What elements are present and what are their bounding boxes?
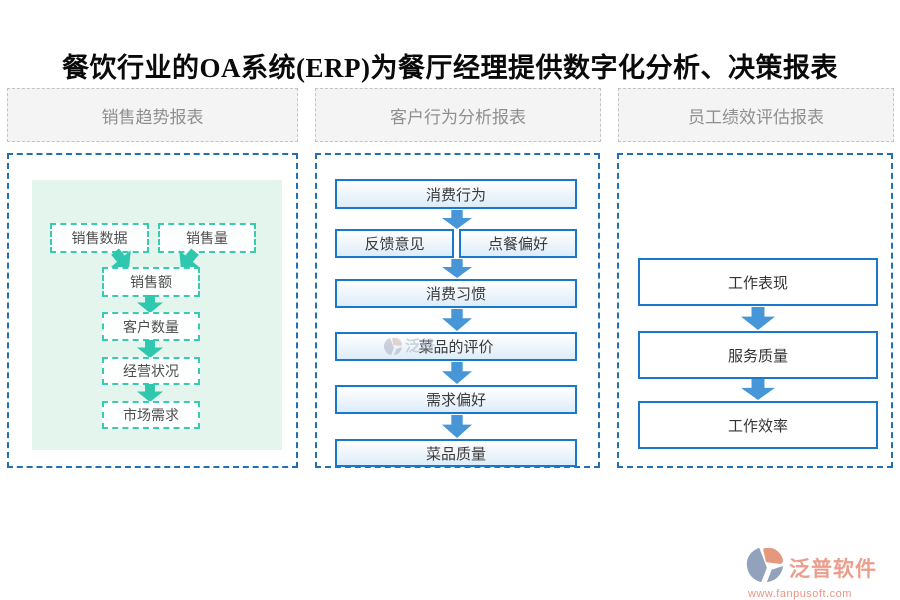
flow-node: 点餐偏好 (459, 229, 577, 258)
down-arrow-icon (442, 309, 472, 331)
column-header-employee-performance: 员工绩效评估报表 (618, 88, 894, 142)
flow-node: 工作表现 (638, 258, 878, 306)
flow-node: 经营状况 (102, 357, 200, 385)
column-header-label: 员工绩效评估报表 (688, 107, 824, 127)
page-title: 餐饮行业的OA系统(ERP)为餐厅经理提供数字化分析、决策报表 (62, 53, 838, 83)
down-arrow-icon (442, 210, 472, 229)
flow-node: 服务质量 (638, 331, 878, 379)
sales-trend-panel: 销售数据 销售量 销售额 客户数量 经营状况 市场需求 (7, 153, 298, 468)
flow-node: 菜品的评价 (335, 332, 577, 361)
flow-node: 消费行为 (335, 179, 577, 209)
column-header-sales-trend: 销售趋势报表 (7, 88, 298, 142)
brand-url: www.fanpusoft.com (748, 588, 852, 600)
down-arrow-icon (442, 259, 472, 278)
flow-node: 销售数据 (50, 223, 149, 253)
column-header-label: 销售趋势报表 (101, 107, 204, 127)
flow-node: 菜品质量 (335, 439, 577, 467)
down-arrow-icon (442, 362, 472, 384)
flow-node: 销售量 (158, 223, 256, 253)
fanpu-logo-icon (744, 546, 786, 589)
flow-node: 工作效率 (638, 401, 878, 449)
customer-behavior-panel: 消费行为 反馈意见 点餐偏好 消费习惯 菜品的评价 需求偏好 菜品质量 泛普 (315, 153, 600, 468)
fanpu-brand: 泛普软件 www.fanpusoft.com (744, 546, 896, 600)
down-arrow-icon (741, 307, 775, 330)
flow-node: 消费习惯 (335, 279, 577, 308)
down-arrow-icon (442, 415, 472, 438)
column-header-label: 客户行为分析报表 (390, 107, 526, 127)
flow-node: 销售额 (102, 267, 200, 297)
flow-node: 市场需求 (102, 401, 200, 429)
down-arrow-icon (741, 379, 775, 400)
employee-performance-panel: 工作表现 服务质量 工作效率 (617, 153, 893, 468)
flow-node: 反馈意见 (335, 229, 454, 258)
brand-name: 泛普软件 (789, 557, 877, 581)
column-header-customer-behavior: 客户行为分析报表 (315, 88, 601, 142)
flow-node: 客户数量 (102, 312, 200, 341)
flow-node: 需求偏好 (335, 385, 577, 414)
